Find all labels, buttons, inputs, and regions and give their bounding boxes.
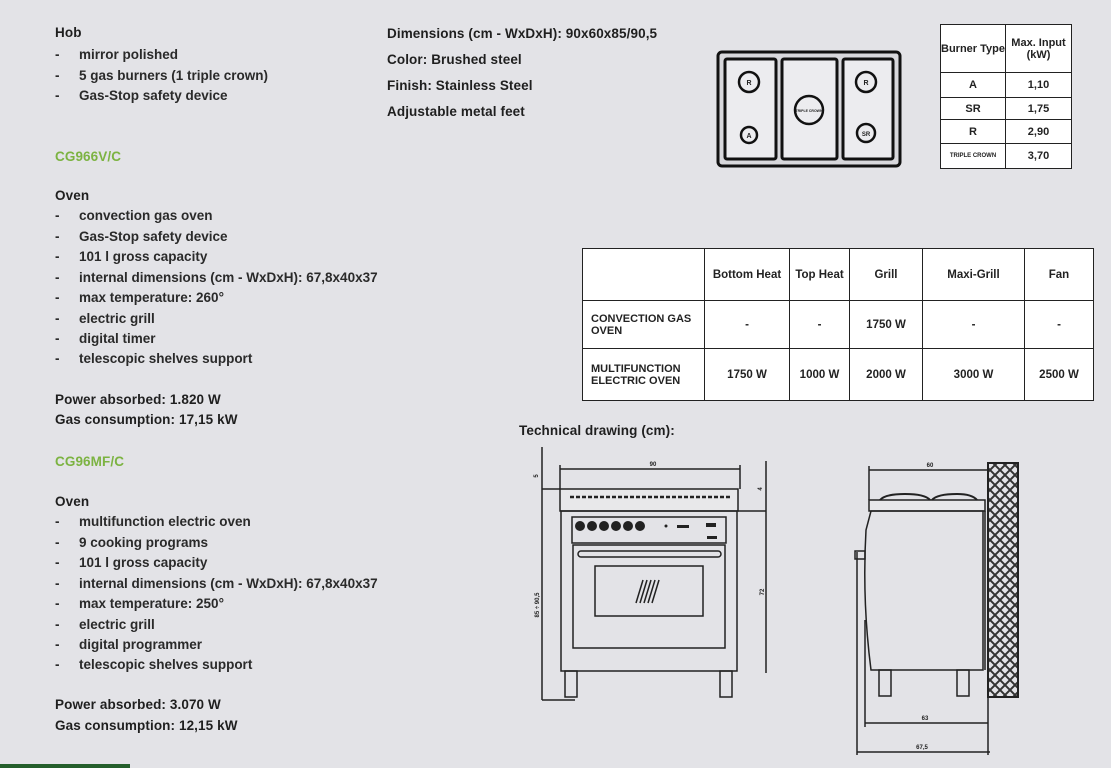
spec-dimensions: Dimensions (cm - WxDxH): 90x60x85/90,5 bbox=[387, 26, 658, 41]
cell: A bbox=[940, 72, 1006, 98]
dim-depth-total: 67,5 bbox=[916, 745, 928, 751]
oven-item: internal dimensions (cm - WxDxH): 67,8x4… bbox=[55, 270, 378, 285]
cell: 3000 W bbox=[922, 348, 1025, 401]
oven-power-table: Bottom Heat Top Heat Grill Maxi-Grill Fa… bbox=[582, 248, 1094, 401]
oven-item: electric grill bbox=[55, 311, 155, 326]
burner-icon bbox=[793, 94, 825, 126]
dim-right-gap: 4 bbox=[758, 487, 764, 491]
drawing-title: Technical drawing (cm): bbox=[519, 423, 675, 438]
front-view-drawing bbox=[541, 447, 767, 701]
cell: TRIPLE CROWN bbox=[940, 143, 1006, 169]
cell: 1000 W bbox=[789, 348, 850, 401]
burner-label: TRIPLE CROWN bbox=[795, 109, 822, 113]
oven-heading: Oven bbox=[55, 188, 90, 203]
burner-icon bbox=[737, 70, 761, 94]
oven-heading: Oven bbox=[55, 494, 90, 509]
oven-item: max temperature: 250° bbox=[55, 596, 224, 611]
oven-item: max temperature: 260° bbox=[55, 290, 224, 305]
hob-heading: Hob bbox=[55, 25, 82, 40]
cell: MULTIFUNCTION ELECTRIC OVEN bbox=[582, 348, 705, 401]
model-code: CG966V/C bbox=[55, 149, 122, 164]
hob-item: Gas-Stop safety device bbox=[55, 88, 228, 103]
oven-item: telescopic shelves support bbox=[55, 657, 252, 672]
spec-feet: Adjustable metal feet bbox=[387, 104, 525, 119]
cell: CONVECTION GAS OVEN bbox=[582, 300, 705, 349]
hob-diagram bbox=[716, 50, 902, 168]
oven-item: multifunction electric oven bbox=[55, 514, 251, 529]
table-row: MULTIFUNCTION ELECTRIC OVEN 1750 W 1000 … bbox=[582, 348, 1094, 401]
dim-height-range: 85 ÷ 90,5 bbox=[535, 592, 541, 618]
side-view-drawing bbox=[854, 462, 1019, 755]
knob-icons bbox=[575, 521, 717, 539]
oven-item: convection gas oven bbox=[55, 208, 213, 223]
burner-label: R bbox=[863, 80, 868, 87]
hob-item: mirror polished bbox=[55, 47, 178, 62]
dim-width: 90 bbox=[650, 462, 657, 468]
oven-item: 9 cooking programs bbox=[55, 535, 208, 550]
footer-accent-bar bbox=[0, 764, 130, 768]
gas-consumption: Gas consumption: 17,15 kW bbox=[55, 412, 238, 427]
oven-item: digital programmer bbox=[55, 637, 202, 652]
cell: - bbox=[704, 300, 790, 349]
burner-icon bbox=[855, 122, 877, 144]
oven-item: telescopic shelves support bbox=[55, 351, 252, 366]
burner-label: SR bbox=[862, 132, 871, 138]
cell: 1750 W bbox=[704, 348, 790, 401]
header-burner-type: Burner Type bbox=[940, 24, 1006, 73]
dim-depth: 60 bbox=[927, 463, 934, 469]
burner-label: R bbox=[746, 80, 751, 87]
cell: 1750 W bbox=[849, 300, 923, 349]
dim-body-height: 72 bbox=[760, 588, 766, 595]
cell: - bbox=[1024, 300, 1094, 349]
header-maxi-grill: Maxi-Grill bbox=[922, 248, 1025, 301]
spec-color: Color: Brushed steel bbox=[387, 52, 522, 67]
oven-item: internal dimensions (cm - WxDxH): 67,8x4… bbox=[55, 576, 378, 591]
cell: 2500 W bbox=[1024, 348, 1094, 401]
model-code: CG96MF/C bbox=[55, 454, 125, 469]
burner-label: A bbox=[746, 133, 751, 140]
gas-consumption: Gas consumption: 12,15 kW bbox=[55, 718, 238, 733]
burner-icon bbox=[739, 125, 759, 145]
power-absorbed: Power absorbed: 1.820 W bbox=[55, 392, 221, 407]
oven-item: 101 l gross capacity bbox=[55, 249, 207, 264]
dim-top-gap: 5 bbox=[534, 474, 540, 478]
hob-item: 5 gas burners (1 triple crown) bbox=[55, 68, 268, 83]
oven-item: electric grill bbox=[55, 617, 155, 632]
dim-depth-body: 63 bbox=[922, 716, 929, 722]
cell: 2000 W bbox=[849, 348, 923, 401]
burner-icon bbox=[854, 70, 878, 94]
oven-item: Gas-Stop safety device bbox=[55, 229, 228, 244]
cell: 1,10 bbox=[1005, 72, 1072, 98]
oven-item: digital timer bbox=[55, 331, 156, 346]
table-row: CONVECTION GAS OVEN - - 1750 W - - bbox=[582, 300, 1094, 349]
power-absorbed: Power absorbed: 3.070 W bbox=[55, 697, 221, 712]
cell: 3,70 bbox=[1005, 143, 1072, 169]
header-max-input: Max. Input (kW) bbox=[1005, 24, 1072, 73]
oven-item: 101 l gross capacity bbox=[55, 555, 207, 570]
spec-finish: Finish: Stainless Steel bbox=[387, 78, 533, 93]
cell: - bbox=[922, 300, 1025, 349]
header-top-heat: Top Heat bbox=[789, 248, 850, 301]
